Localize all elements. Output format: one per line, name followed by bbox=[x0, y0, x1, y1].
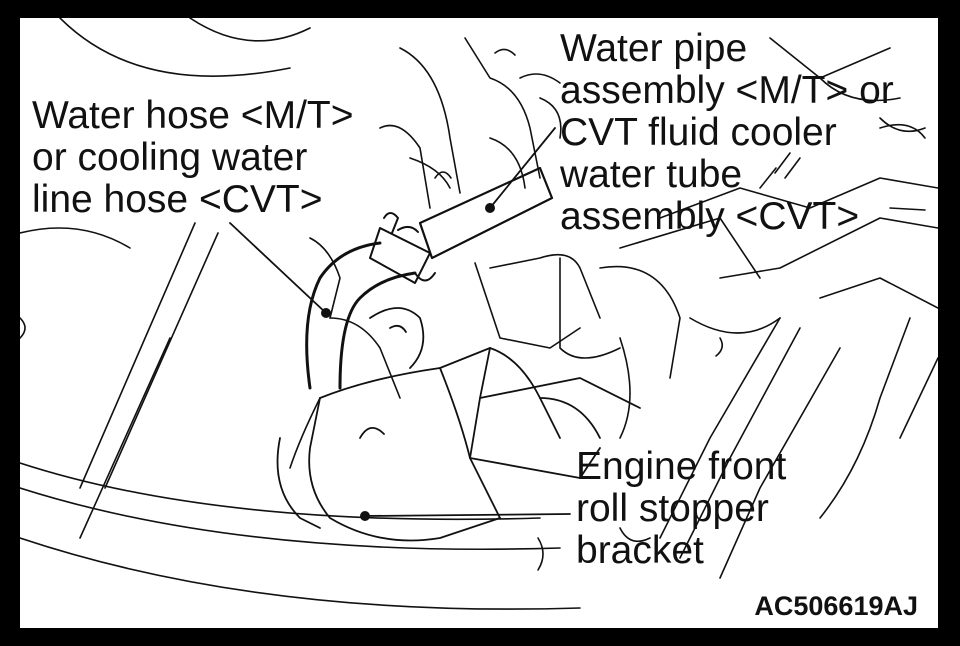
water-pipe-label-line: Water pipe bbox=[560, 27, 748, 70]
roll-stopper-label-line: bracket bbox=[576, 529, 704, 572]
roll-stopper-label-line: Engine front bbox=[576, 445, 787, 488]
leader-dots bbox=[321, 203, 495, 521]
water-hose-shape bbox=[305, 166, 554, 390]
figure-code: AC506619AJ bbox=[754, 591, 918, 621]
leader-lines bbox=[229, 127, 571, 517]
roll-stopper-bracket-shape bbox=[276, 307, 641, 542]
water-pipe-label: Water pipe assembly <M/T> or CVT fluid c… bbox=[560, 28, 894, 238]
water-hose-label-line: or cooling water bbox=[32, 136, 308, 179]
water-pipe-label-line: water tube bbox=[560, 153, 743, 196]
roll-stopper-bracket-label: Engine front roll stopper bracket bbox=[576, 446, 786, 572]
roll-stopper-label-line: roll stopper bbox=[576, 487, 769, 530]
diagram-frame: Water hose <M/T> or cooling water line h… bbox=[20, 18, 938, 628]
engine-bay-line-drawing bbox=[20, 18, 938, 610]
water-hose-label-line: Water hose <M/T> bbox=[32, 94, 354, 137]
engine-components bbox=[20, 18, 938, 610]
water-pipe-label-line: CVT fluid cooler bbox=[560, 111, 837, 154]
water-pipe-label-line: assembly <M/T> or bbox=[560, 69, 894, 112]
water-hose-label: Water hose <M/T> or cooling water line h… bbox=[32, 95, 354, 221]
water-hose-label-line: line hose <CVT> bbox=[32, 178, 323, 221]
water-pipe-label-line: assembly <CVT> bbox=[560, 195, 860, 238]
